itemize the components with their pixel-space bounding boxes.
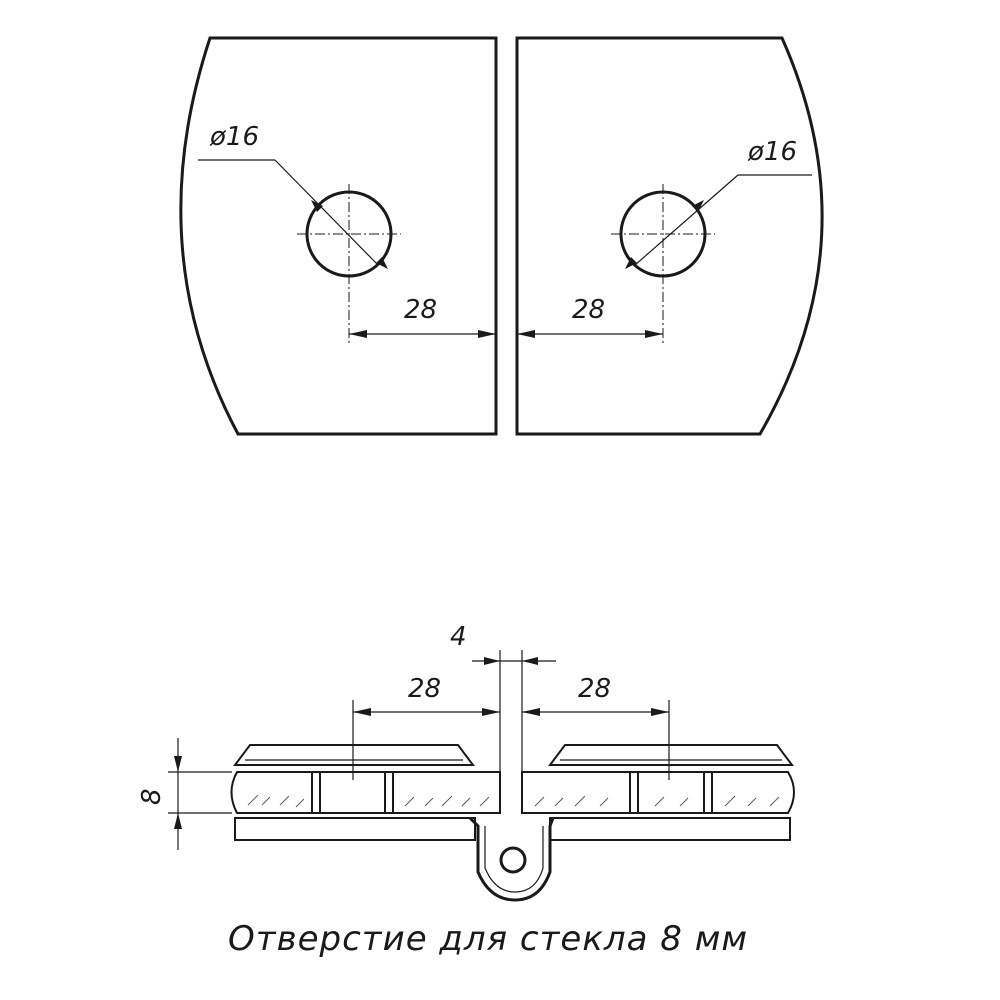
- thickness-arrow-b: [174, 813, 182, 829]
- right-clamp: [521, 744, 795, 841]
- side-left-arrow-b: [482, 708, 500, 716]
- thickness-label: 8: [137, 788, 167, 805]
- gap-arrow-a: [484, 657, 500, 665]
- right-glass-hatch: [534, 795, 780, 807]
- left-bolt-b: [384, 771, 394, 814]
- gap-dimension: 4: [450, 622, 556, 780]
- gap-label: 4: [450, 622, 467, 652]
- hinge-knuckle: [468, 816, 555, 902]
- right-offset-label: 28: [572, 295, 605, 325]
- left-hole: ø16: [198, 122, 401, 344]
- left-bolt-a: [311, 771, 321, 814]
- right-plate-outline: [515, 36, 824, 436]
- left-offset-arrow-b: [478, 330, 496, 338]
- left-top-cap: [233, 744, 475, 766]
- knuckle-body: [468, 816, 555, 902]
- side-left-offset-dimension: 28: [352, 674, 500, 780]
- left-diameter-arrow-a: [311, 200, 323, 212]
- side-view: 4 28 28 8: [137, 622, 795, 902]
- right-diameter-label: ø16: [747, 137, 797, 167]
- right-diameter-line: [634, 174, 739, 266]
- right-bolt-b: [703, 771, 713, 814]
- right-diameter-arrow-a: [692, 200, 704, 212]
- left-glass: [230, 771, 501, 814]
- top-view: ø16 ø16 28 28: [179, 36, 824, 436]
- left-diameter-label: ø16: [209, 122, 259, 152]
- gap-arrow-b: [522, 657, 538, 665]
- right-offset-arrow-a: [517, 330, 535, 338]
- right-offset-dimension: 28: [517, 295, 663, 338]
- side-right-arrow-b: [651, 708, 669, 716]
- right-glass: [521, 771, 795, 814]
- right-offset-arrow-b: [645, 330, 663, 338]
- right-top-cap: [548, 744, 794, 766]
- side-left-offset-label: 28: [408, 674, 441, 704]
- drawing-caption: Отверстие для стекла 8 мм: [228, 919, 748, 959]
- left-offset-arrow-a: [349, 330, 367, 338]
- knuckle-inner: [484, 826, 544, 893]
- thickness-arrow-a: [174, 756, 182, 772]
- thickness-dimension: 8: [137, 738, 232, 850]
- left-offset-label: 28: [404, 295, 437, 325]
- side-left-arrow-a: [353, 708, 371, 716]
- right-diameter-arrow-b: [625, 257, 637, 269]
- left-offset-dimension: 28: [349, 295, 496, 338]
- left-diameter-arrow-b: [376, 257, 388, 269]
- left-plate-outline: [179, 36, 498, 436]
- hinge-pin: [499, 846, 527, 874]
- left-diameter-line: [274, 159, 379, 266]
- left-bottom-plate: [234, 817, 476, 841]
- right-bolt-a: [629, 771, 639, 814]
- side-right-offset-dimension: 28: [522, 674, 670, 780]
- side-right-arrow-a: [522, 708, 540, 716]
- left-clamp: [230, 744, 501, 841]
- left-glass-hatch: [247, 794, 490, 808]
- right-bottom-plate: [549, 817, 791, 841]
- side-right-offset-label: 28: [578, 674, 611, 704]
- right-hole: ø16: [611, 137, 812, 344]
